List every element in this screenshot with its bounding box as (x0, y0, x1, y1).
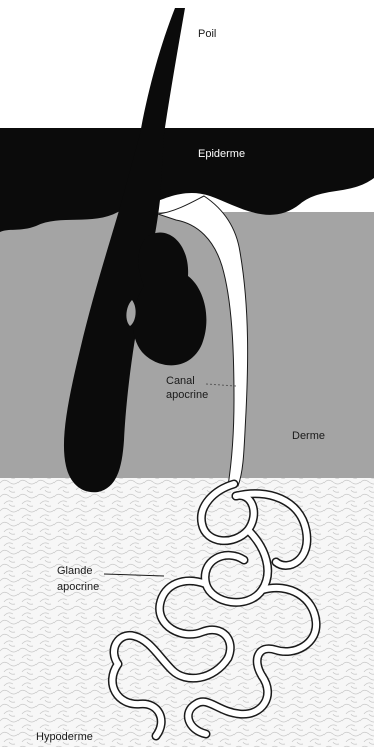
label-hypoderme: Hypoderme (36, 731, 93, 743)
label-derme: Derme (292, 430, 325, 442)
label-poil: Poil (198, 28, 216, 40)
label-canal-line1: Canal (166, 375, 195, 387)
label-glande-line1: Glande (57, 565, 92, 577)
label-glande-line2: apocrine (57, 581, 99, 593)
label-canal-line2: apocrine (166, 389, 208, 401)
label-epiderme: Epiderme (198, 148, 245, 160)
